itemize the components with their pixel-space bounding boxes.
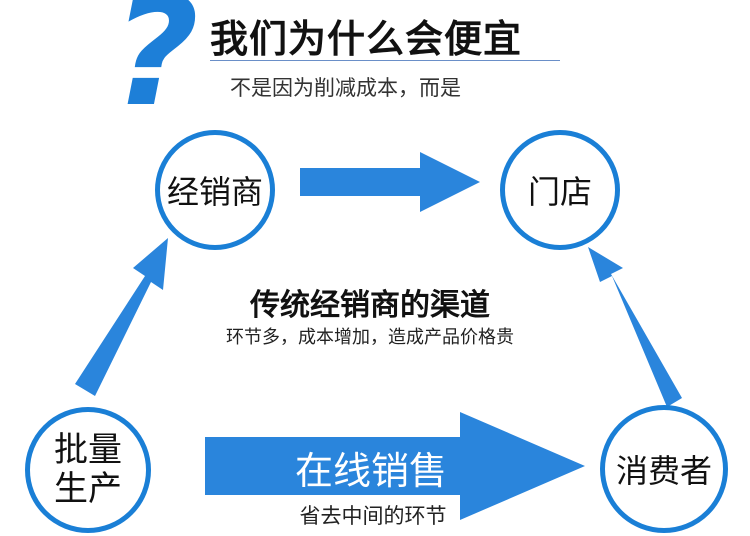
node-consumer-label: 消费者 xyxy=(615,452,712,490)
node-factory-label-line1: 批量 xyxy=(54,429,122,470)
arrow-consumer-to-store xyxy=(588,247,682,407)
arrow-distributor-to-store xyxy=(300,152,480,212)
node-store-label: 门店 xyxy=(527,173,592,211)
node-factory-label-line2: 生产 xyxy=(54,469,122,509)
node-distributor-label: 经销商 xyxy=(166,173,263,211)
node-distributor: 经销商 xyxy=(155,130,275,250)
question-mark-icon: ? xyxy=(112,0,200,140)
page-subtitle: 不是因为削减成本，而是 xyxy=(230,76,461,100)
node-store: 门店 xyxy=(500,130,620,250)
title-divider xyxy=(210,60,560,61)
arrow-factory-to-distributor xyxy=(75,238,168,396)
traditional-channel-title: 传统经销商的渠道 xyxy=(250,288,490,323)
online-sales-subtitle: 省去中间的环节 xyxy=(299,504,447,528)
online-sales-label: 在线销售 xyxy=(294,449,447,493)
node-consumer: 消费者 xyxy=(600,405,728,533)
page-title: 我们为什么会便宜 xyxy=(210,17,523,61)
arrow-factory-to-consumer xyxy=(205,412,585,520)
traditional-channel-subtitle: 环节多，成本增加，造成产品价格贵 xyxy=(226,327,514,348)
node-factory: 批量 生产 xyxy=(25,407,151,533)
